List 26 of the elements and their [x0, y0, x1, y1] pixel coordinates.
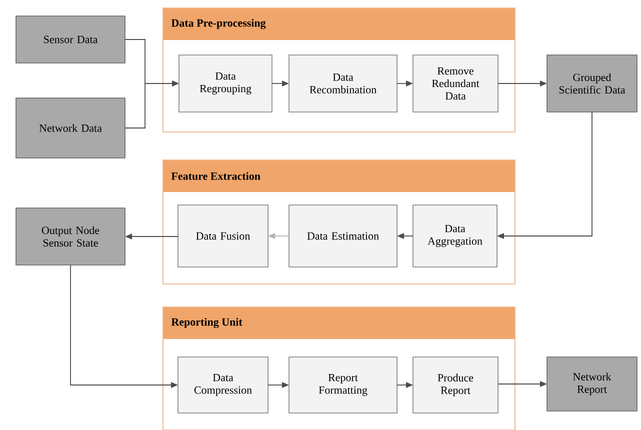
process-box: Data Regrouping — [178, 54, 272, 112]
data-box: Grouped Scientific Data — [546, 54, 638, 112]
data-box: Sensor Data — [16, 16, 126, 64]
arrow — [498, 381, 547, 387]
process-box: Data Recombination — [288, 54, 398, 112]
process-box: Produce Report — [412, 356, 498, 414]
process-box: Report Formatting — [288, 356, 398, 414]
arrow — [396, 382, 413, 388]
process-box: Data Estimation — [288, 204, 398, 268]
arrow — [125, 234, 178, 240]
process-box: Data Aggregation — [412, 204, 498, 268]
arrow — [498, 80, 547, 86]
arrow — [397, 233, 414, 239]
process-box: Data Fusion — [178, 204, 268, 268]
arrow — [268, 233, 290, 239]
data-box: Network Data — [16, 98, 126, 158]
arrow — [396, 80, 413, 86]
data-box: Output Node Sensor State — [16, 208, 126, 266]
process-box: Data Compression — [178, 356, 268, 414]
arrow — [124, 80, 179, 128]
process-box: Remove Redundant Data — [412, 54, 498, 112]
arrow — [70, 264, 178, 388]
arrow — [497, 112, 592, 239]
data-box: Network Report — [546, 356, 638, 412]
arrow — [268, 382, 289, 388]
arrow — [272, 80, 289, 86]
